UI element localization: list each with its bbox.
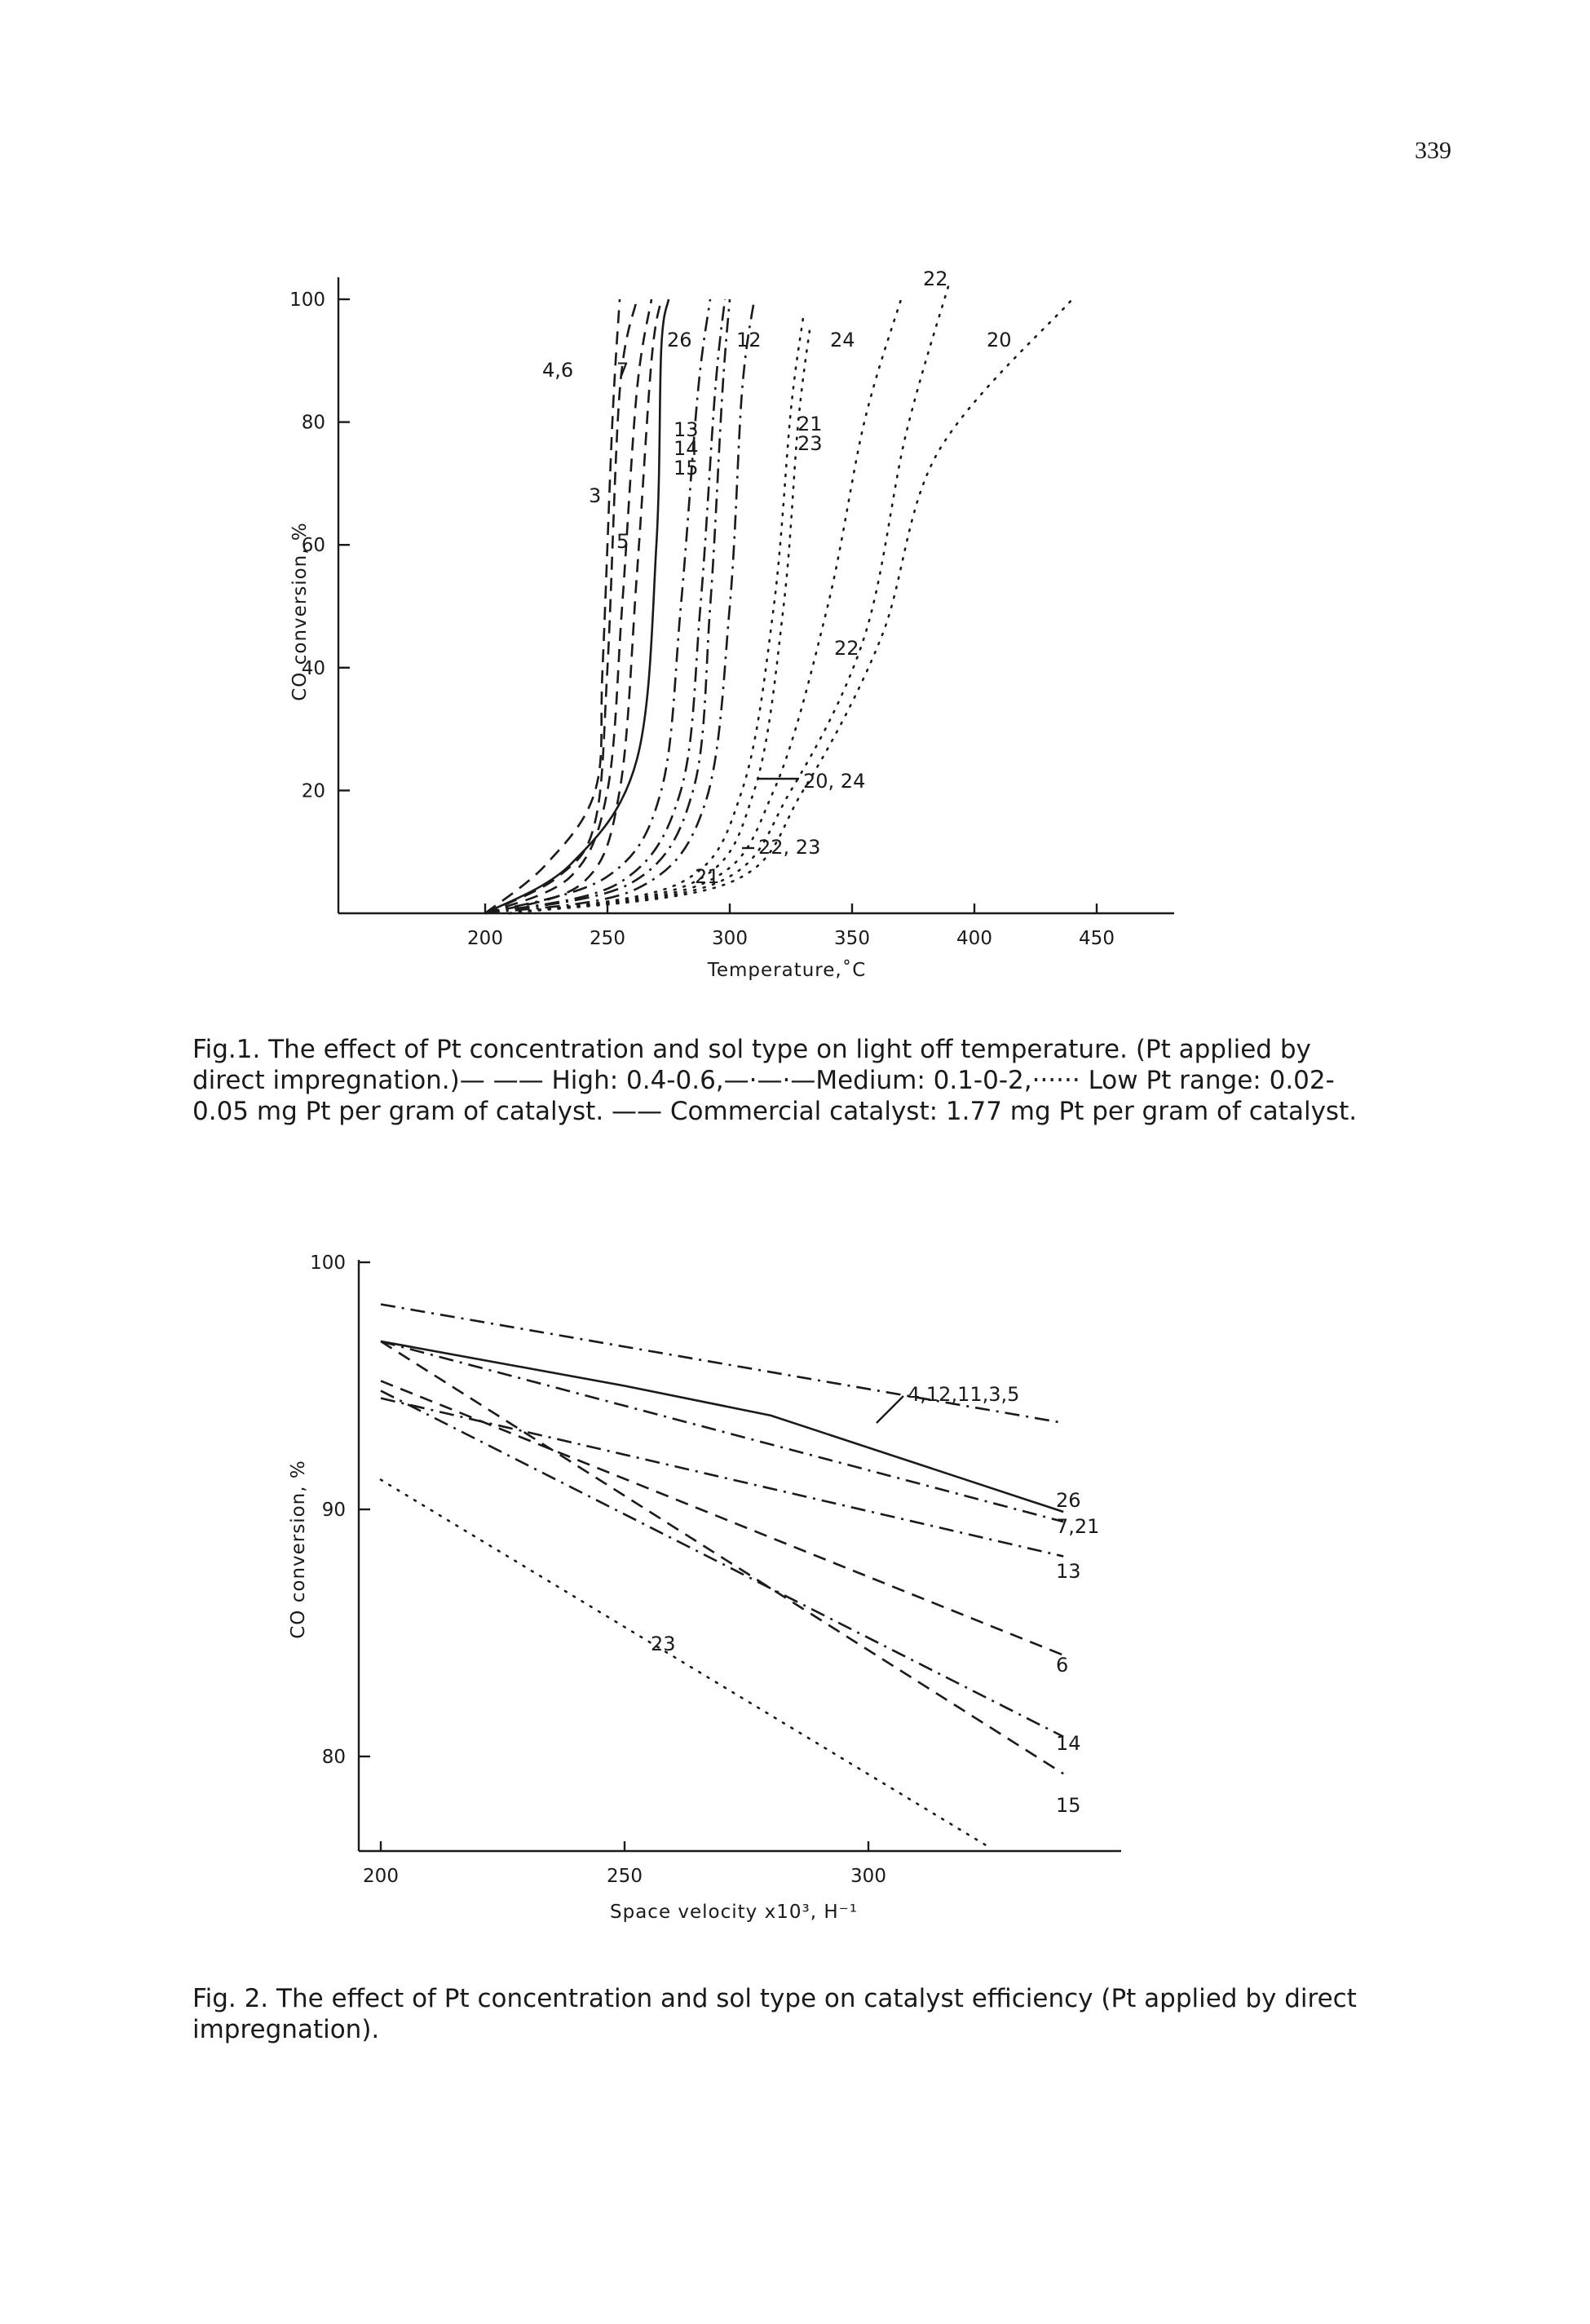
curve-label: 14 xyxy=(1056,1732,1081,1755)
curve-label: 13 xyxy=(1056,1560,1081,1583)
figure-1-caption: Fig.1. The effect of Pt concentration an… xyxy=(192,1035,1358,1126)
y-tick-label: 20 xyxy=(302,780,325,802)
curve-label: 26 xyxy=(667,329,692,351)
series-line-15 xyxy=(484,298,731,915)
curve-label: 14 xyxy=(674,437,699,460)
series-line-14 xyxy=(484,298,727,915)
curve-label: 15 xyxy=(674,457,699,479)
x-tick-label: 400 xyxy=(956,928,992,949)
curve-label: 7 xyxy=(616,359,629,382)
figure-1-lines xyxy=(484,280,1074,915)
series-line-21 xyxy=(508,316,805,915)
curve-label: 7,21 xyxy=(1056,1515,1099,1538)
series-line-6 xyxy=(380,1380,1064,1656)
figure-1-axes xyxy=(337,277,1174,915)
y-axis-title: CO conversion, % xyxy=(289,522,311,701)
series-line-15 xyxy=(380,1340,1064,1775)
series-line-12 xyxy=(484,298,756,915)
curve-label: 22 xyxy=(834,637,859,660)
curve-label: 21 xyxy=(797,413,823,435)
series-line-3 xyxy=(484,298,621,915)
curve-label: 20, 24 xyxy=(803,770,865,793)
curve-label: 26 xyxy=(1056,1489,1081,1512)
series-line-26 xyxy=(484,298,670,915)
y-tick-label: 60 xyxy=(302,535,325,556)
curve-label: 23 xyxy=(797,432,823,455)
figure-1-chart: 200 250 300 350 400 450 20 40 60 80 100Temperature… xyxy=(289,267,1174,981)
y-tick-label: 40 xyxy=(302,658,325,679)
x-tick-label: 300 xyxy=(712,928,748,949)
curve-label: 22 xyxy=(923,267,948,290)
series-line-4-6 xyxy=(484,298,638,915)
y-tick-label: 80 xyxy=(322,1747,346,1768)
curve-label: 5 xyxy=(616,530,629,553)
series-line-26 xyxy=(380,1340,1064,1513)
curve-label: 22, 23 xyxy=(758,836,820,859)
series-line-5 xyxy=(484,298,653,915)
figure-2-lines xyxy=(379,1303,1064,1849)
figure-2-caption: Fig. 2. The effect of Pt concentration a… xyxy=(192,1984,1357,2044)
curve-label: 6 xyxy=(1056,1654,1068,1677)
x-tick-label: 450 xyxy=(1079,928,1115,949)
x-tick-label: 250 xyxy=(590,928,625,949)
x-tick-label: 250 xyxy=(607,1866,643,1887)
y-axis-title: CO conversion, % xyxy=(288,1460,309,1639)
page-number: 339 xyxy=(1415,137,1451,164)
series-line-7-21 xyxy=(380,1340,1064,1523)
y-tick-label: 100 xyxy=(289,289,325,311)
x-tick-label: 200 xyxy=(467,928,503,949)
curve-label: 15 xyxy=(1056,1794,1081,1817)
curve-label: 21 xyxy=(695,865,720,888)
x-axis-title: Temperature,˚C xyxy=(707,959,867,981)
x-tick-label: 200 xyxy=(363,1866,399,1887)
curve-label: 13 xyxy=(674,418,699,441)
y-tick-label: 100 xyxy=(310,1253,346,1274)
series-line-20 xyxy=(508,298,1074,915)
x-tick-label: 350 xyxy=(834,928,870,949)
series-line-13 xyxy=(380,1397,1064,1557)
figure-1-labels: 200 250 300 350 400 450 20 40 60 80 100Temperature… xyxy=(289,267,1115,981)
curve-label: 3 xyxy=(589,484,601,507)
x-axis-title: Space velocity x10³, H⁻¹ xyxy=(610,1902,858,1923)
curve-label: 4,12,11,3,5 xyxy=(908,1383,1019,1406)
y-tick-label: 80 xyxy=(302,413,325,434)
curve-label: 20 xyxy=(987,329,1012,351)
series-line-14 xyxy=(380,1390,1064,1738)
series-line-13 xyxy=(484,298,712,915)
curve-label: 12 xyxy=(736,329,762,351)
series-line-23 xyxy=(508,322,812,915)
x-tick-label: 300 xyxy=(850,1866,886,1887)
series-line-22 xyxy=(508,280,952,915)
curve-label: 23 xyxy=(651,1633,676,1655)
figure-2-axes xyxy=(357,1260,1121,1853)
series-line-7 xyxy=(484,298,663,915)
series-line-23 xyxy=(379,1478,992,1849)
curve-label: 24 xyxy=(830,329,855,351)
series-line-24 xyxy=(508,298,903,915)
series-line-4-12-11-3-5 xyxy=(380,1303,1064,1425)
y-tick-label: 90 xyxy=(322,1500,346,1521)
annotation-leader xyxy=(876,1395,904,1424)
curve-label: 4,6 xyxy=(542,359,573,382)
